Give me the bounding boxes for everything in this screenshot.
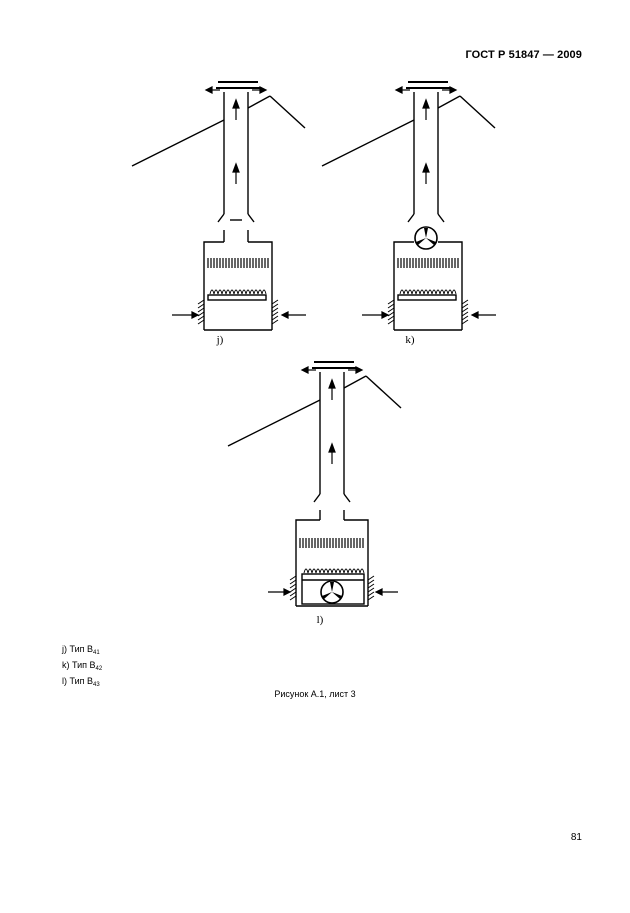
legend-item-l: l) Тип B43 bbox=[62, 676, 100, 688]
figure-caption: Рисунок А.1, лист 3 bbox=[274, 689, 356, 699]
figure-k-appliance-diagram: k) bbox=[310, 70, 510, 360]
legend-item-j: j) Тип B41 bbox=[62, 644, 100, 656]
legend-item-k: k) Тип B42 bbox=[62, 660, 103, 672]
figure-j-appliance-diagram: j) bbox=[120, 70, 320, 360]
figure-l-drawing bbox=[227, 361, 402, 607]
figure-l-label: l) bbox=[316, 614, 324, 626]
document-header: ГОСТ Р 51847 — 2009 bbox=[465, 49, 582, 61]
figure-legend: j) Тип B41 k) Тип B42 l) Тип B43 bbox=[62, 643, 102, 691]
page-number: 81 bbox=[570, 832, 582, 843]
figure-k-drawing bbox=[321, 81, 496, 331]
figure-k-label: k) bbox=[405, 334, 415, 346]
figure-j-drawing bbox=[131, 81, 306, 331]
figure-j-label: j) bbox=[216, 334, 224, 346]
figure-l-appliance-diagram: l) bbox=[220, 350, 420, 640]
